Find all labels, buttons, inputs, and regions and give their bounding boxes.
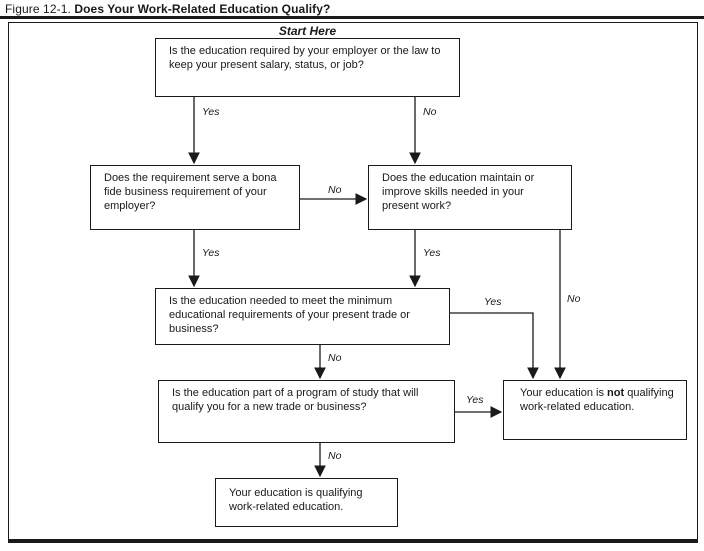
figure-number: Figure 12-1. [5,2,71,16]
node-question-minimum-requirements: Is the education needed to meet the mini… [155,288,450,345]
edge-label-no-q3-nq: No [565,293,583,305]
not-qualifying-text-prefix: Your education is [520,387,608,399]
node-result-not-qualifying: Your education is not qualifying work-re… [503,380,687,440]
node-question-bona-fide-requirement: Does the requirement serve a bona fide b… [90,165,300,230]
node-result-qualifying: Your education is qualifying work-relate… [215,478,398,527]
edge-label-yes-q4-nq: Yes [482,296,504,308]
edge-label-yes-q2-q4: Yes [200,247,222,259]
edge-label-yes-q3-q4: Yes [421,247,443,259]
figure-caption: Figure 12-1. Does Your Work-Related Educ… [5,2,330,16]
edge-label-no-q2-q3: No [326,184,344,196]
title-rule [0,16,704,19]
not-qualifying-text-suffix: qualifying work-related education. [520,387,674,413]
figure-title: Does Your Work-Related Education Qualify… [74,2,331,16]
not-qualifying-text-bold: not [607,387,625,399]
edge-label-no-q1-q3: No [421,106,439,118]
edge-label-no-q4-q5: No [326,352,344,364]
edge-label-yes-q1-q2: Yes [200,106,222,118]
node-question-new-trade-or-business: Is the education part of a program of st… [158,380,455,443]
node-question-maintain-improve-skills: Does the education maintain or improve s… [368,165,572,230]
flowchart-frame [8,22,698,543]
node-question-required-by-employer: Is the education required by your employ… [155,38,460,97]
edge-label-no-q5-q: No [326,450,344,462]
start-here-label: Start Here [278,24,337,38]
edge-label-yes-q5-nq: Yes [464,394,486,406]
